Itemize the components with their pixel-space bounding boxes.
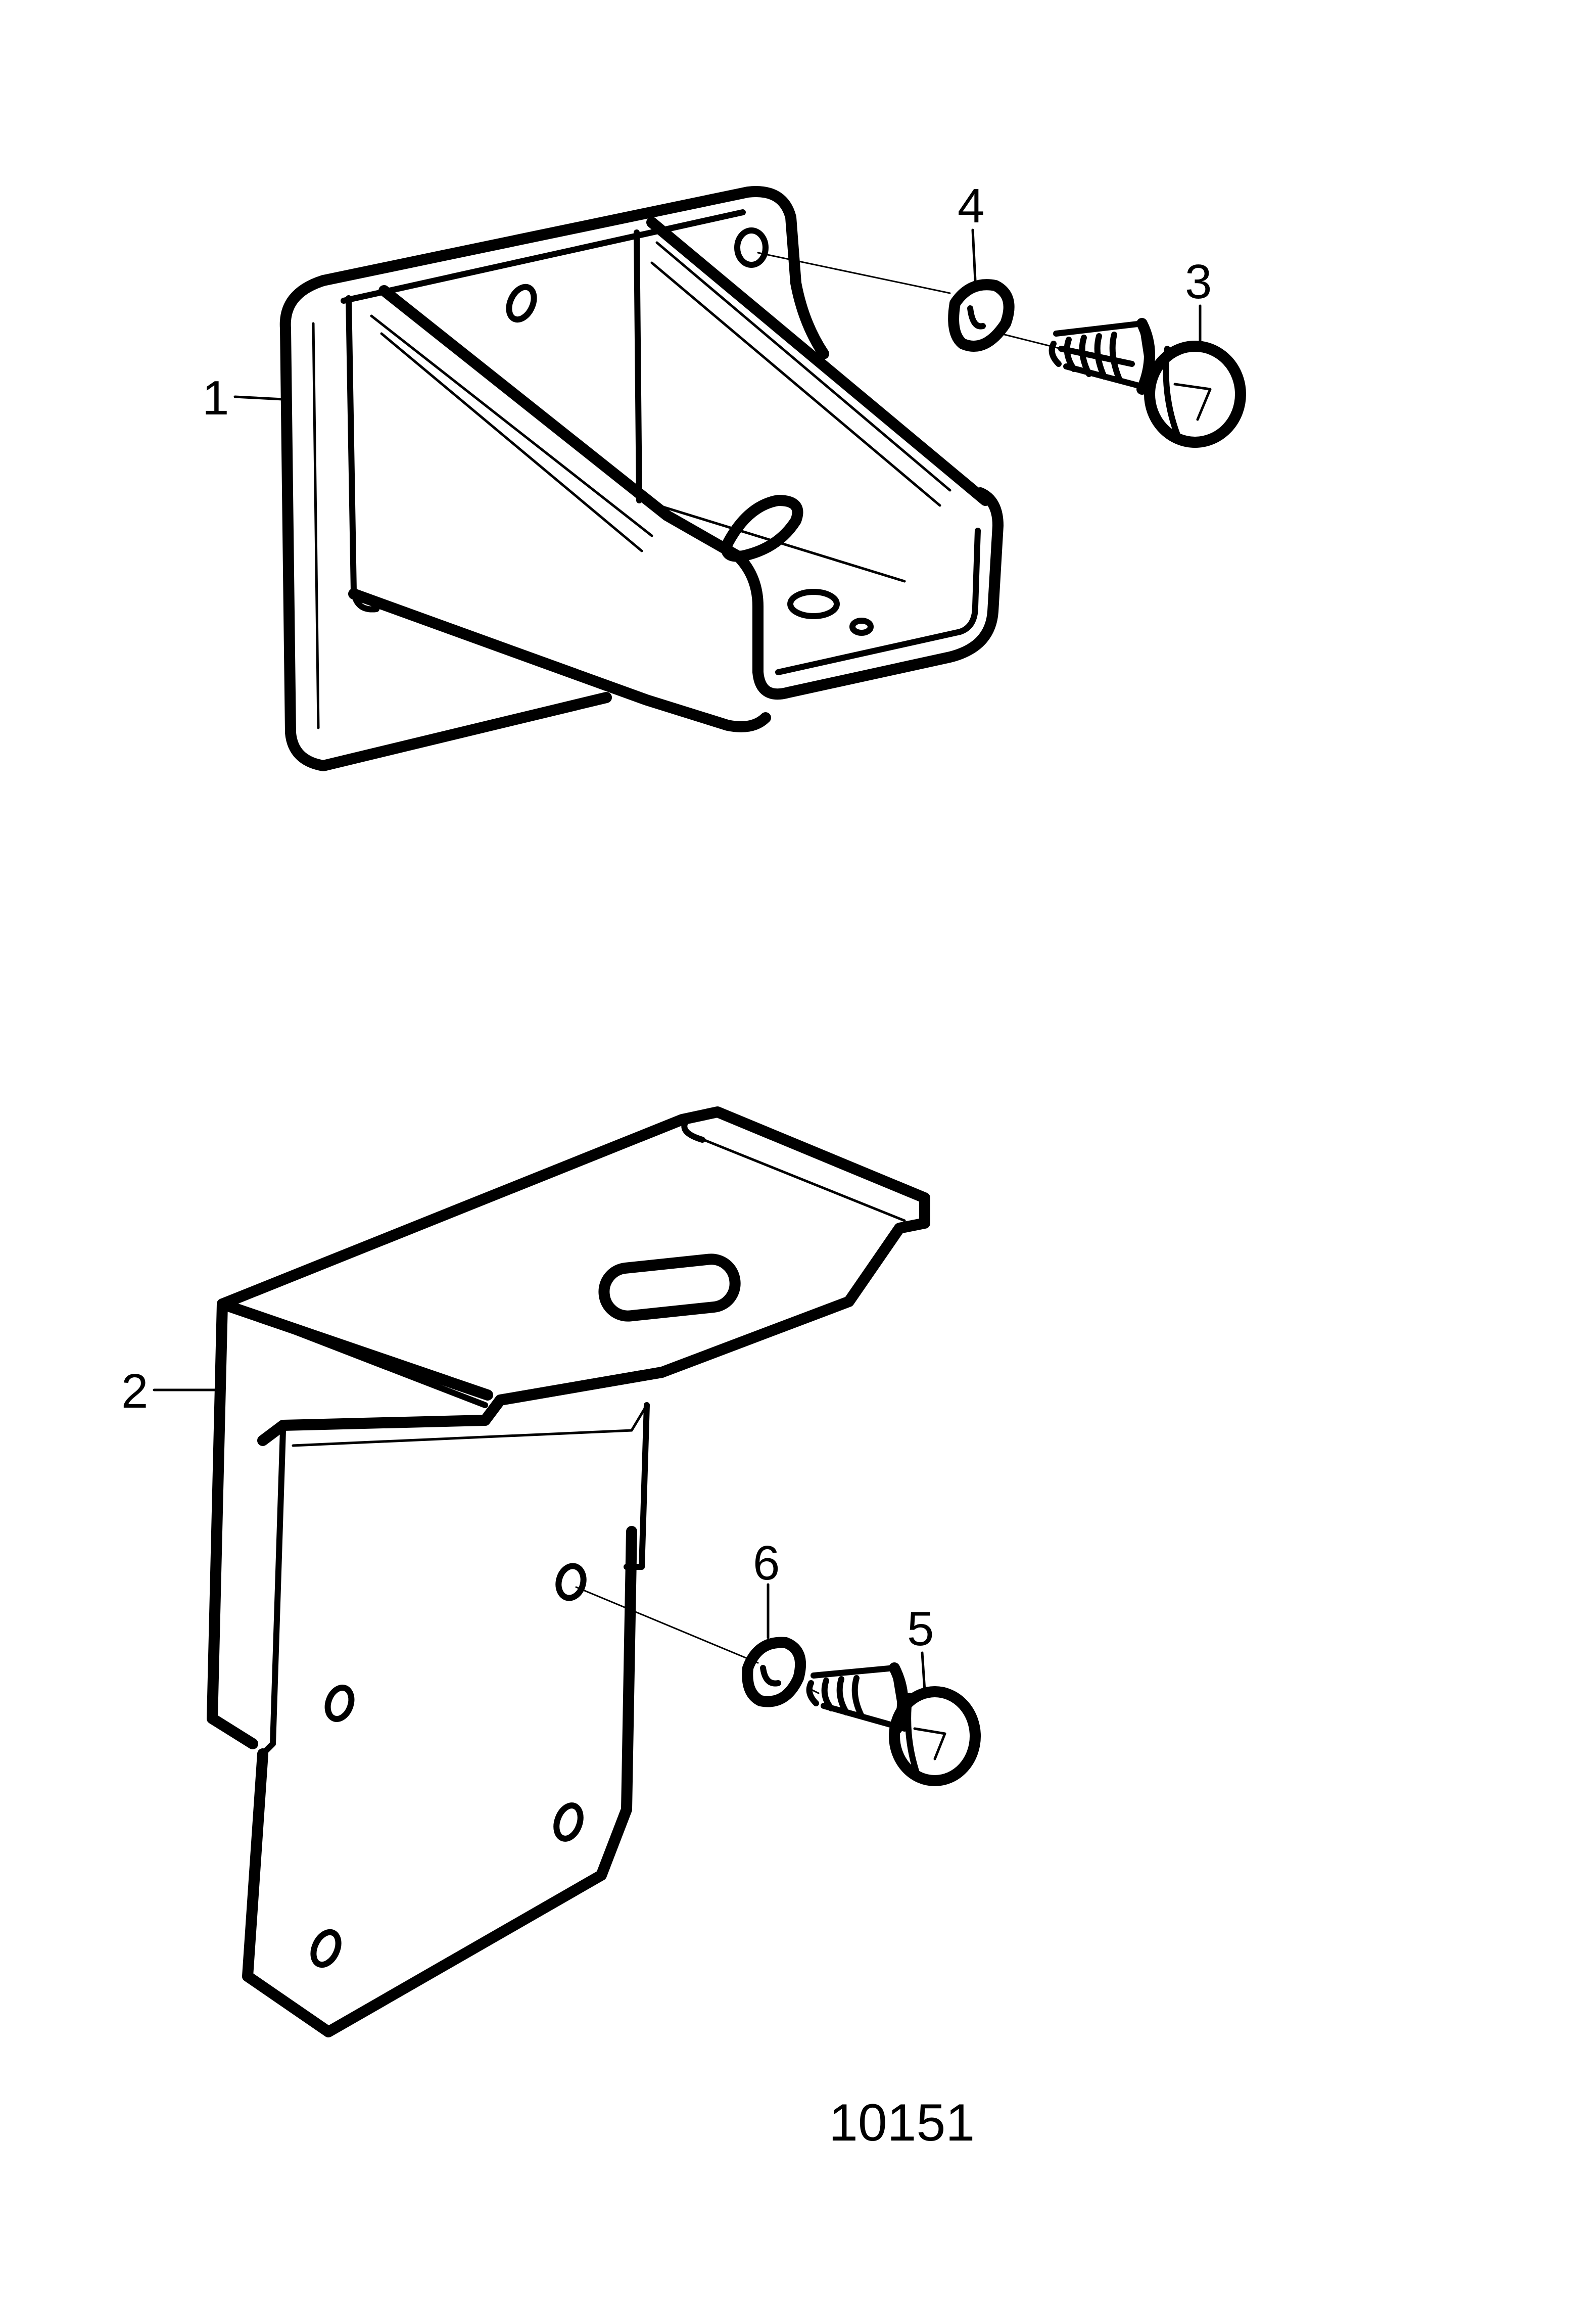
bracket-2	[207, 1106, 930, 2037]
washer-6	[742, 1637, 806, 1707]
mounting-hole	[734, 227, 769, 268]
mounting-hole	[506, 284, 537, 323]
callout-2: 2	[121, 1364, 219, 1418]
callout-1: 1	[202, 371, 284, 425]
callout-4: 4	[958, 179, 984, 282]
bolt-5	[806, 1662, 981, 1786]
callout-3: 3	[1185, 255, 1212, 350]
bracket-1	[279, 186, 1004, 771]
mounting-hole	[324, 1685, 355, 1722]
callout-label: 4	[958, 179, 984, 233]
figure-number: 10151	[829, 2094, 975, 2152]
callout-label: 5	[907, 1602, 934, 1656]
callout-6: 6	[753, 1536, 780, 1639]
callout-label: 1	[202, 371, 229, 425]
mounting-hole	[553, 1802, 584, 1842]
washer-4	[948, 279, 1015, 352]
mounting-hole	[555, 1563, 587, 1601]
callout-5: 5	[907, 1602, 934, 1692]
mounting-hole	[849, 618, 874, 636]
callout-label: 2	[121, 1364, 148, 1418]
bolt-3	[1049, 318, 1246, 448]
callout-label: 6	[753, 1536, 780, 1590]
slot-hole	[721, 495, 803, 562]
slot-hole	[598, 1253, 741, 1322]
mounting-hole	[787, 589, 840, 619]
mounting-hole	[310, 1929, 342, 1968]
callout-label: 3	[1185, 255, 1212, 309]
